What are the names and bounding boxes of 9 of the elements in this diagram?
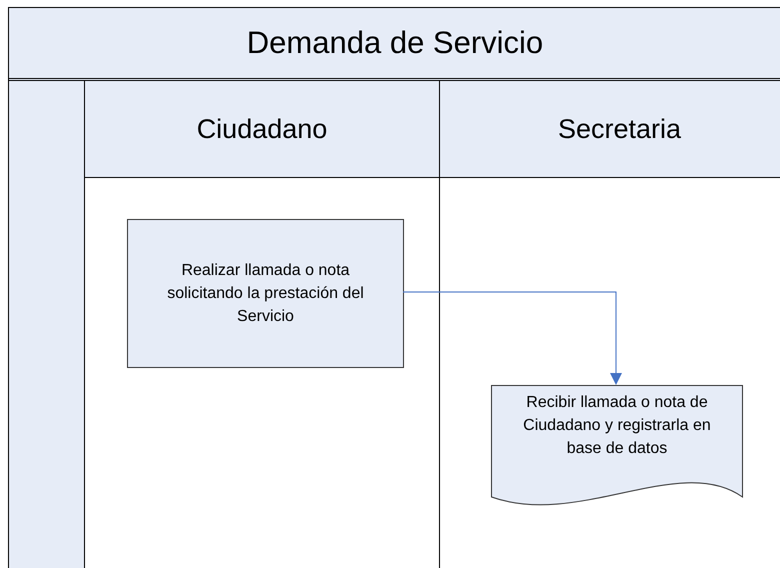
swimlane-pool bbox=[8, 7, 780, 568]
lane-header: Ciudadano bbox=[85, 81, 439, 178]
swimlane bbox=[85, 81, 440, 568]
pool-title: Demanda de Servicio bbox=[9, 8, 780, 81]
arrow bbox=[402, 292, 622, 385]
document-text: Recibir llamada o nota de Ciudadano y registrarla en base de datos bbox=[522, 393, 712, 459]
process-text: Realizar llamada o nota solicitando la prestación del Servicio bbox=[166, 261, 365, 327]
process-box bbox=[127, 219, 404, 368]
lane-header: Secretaria bbox=[440, 81, 780, 178]
